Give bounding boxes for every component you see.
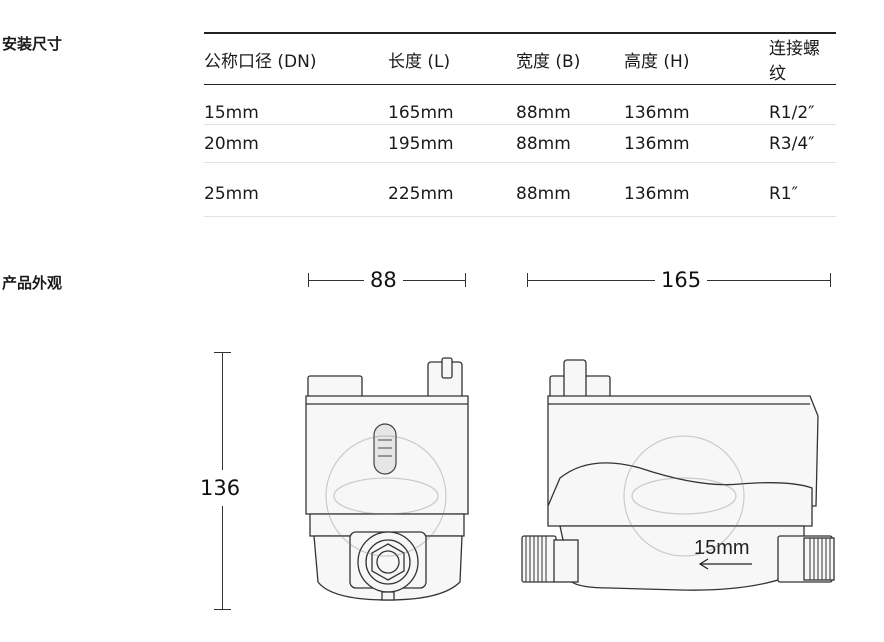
cell-thread: R1/2″ xyxy=(769,84,836,125)
length-label: 165 xyxy=(655,268,708,292)
header-length: 长度 (L) xyxy=(388,32,516,85)
cell-height: 136mm xyxy=(624,84,769,125)
spec-table: 公称口径 (DN) 长度 (L) 宽度 (B) 高度 (H) 连接螺纹 15mm… xyxy=(204,32,836,217)
cell-dn: 25mm xyxy=(204,162,388,217)
length-dimension: 165 xyxy=(527,268,831,292)
cell-dn: 20mm xyxy=(204,124,388,163)
cell-height: 136mm xyxy=(624,124,769,163)
header-thread: 连接螺纹 xyxy=(769,32,836,85)
cell-length: 195mm xyxy=(388,124,516,163)
header-dn: 公称口径 (DN) xyxy=(204,32,388,85)
cell-length: 225mm xyxy=(388,162,516,217)
table-row: 15mm 165mm 88mm 136mm R1/2″ xyxy=(204,84,836,125)
cell-dn: 15mm xyxy=(204,84,388,125)
cell-width: 88mm xyxy=(516,162,624,217)
height-label: 136 xyxy=(194,470,247,506)
cell-width: 88mm xyxy=(516,84,624,125)
width-label: 88 xyxy=(364,268,403,292)
watermark-logo xyxy=(623,435,745,557)
header-height: 高度 (H) xyxy=(624,32,769,85)
flow-arrow-icon xyxy=(698,558,752,570)
watermark-logo xyxy=(325,435,447,557)
size-marking: 15mm xyxy=(694,537,750,559)
meter-front-view xyxy=(305,357,469,601)
cell-height: 136mm xyxy=(624,162,769,217)
height-dimension: 136 xyxy=(194,352,250,610)
section-title-appearance: 产品外观 xyxy=(2,274,63,292)
table-row: 20mm 195mm 88mm 136mm R3/4″ xyxy=(204,124,836,163)
meter-side-view: 15mm xyxy=(521,359,835,591)
table-header-row: 公称口径 (DN) 长度 (L) 宽度 (B) 高度 (H) 连接螺纹 xyxy=(204,32,836,85)
table-row: 25mm 225mm 88mm 136mm R1″ xyxy=(204,162,836,217)
width-dimension: 88 xyxy=(308,268,466,292)
header-width: 宽度 (B) xyxy=(516,32,624,85)
cell-thread: R1″ xyxy=(769,162,836,217)
cell-length: 165mm xyxy=(388,84,516,125)
cell-thread: R3/4″ xyxy=(769,124,836,163)
section-title-install-size: 安装尺寸 xyxy=(2,35,63,53)
cell-width: 88mm xyxy=(516,124,624,163)
